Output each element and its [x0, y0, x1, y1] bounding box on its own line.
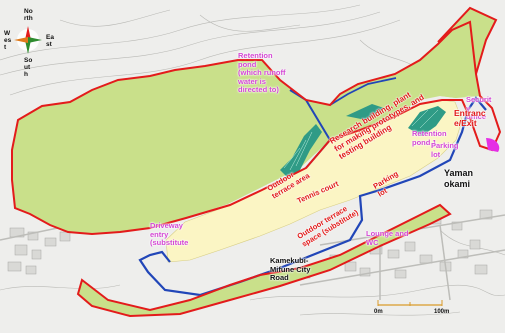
scale-100m-label: 100m — [434, 309, 450, 315]
compass-north-label: No rth — [24, 8, 33, 22]
compass-west-label: W es t — [4, 30, 12, 51]
entrance-marker — [486, 138, 500, 152]
scale-zero-label: 0m — [374, 309, 383, 315]
security-office-label: Securit y office — [466, 95, 492, 121]
compass-south-label: So ut h — [24, 57, 33, 78]
parking-lot-east-label: Parking lot — [431, 141, 459, 159]
driveway-entry-label: Driveway entry (substitute — [150, 221, 189, 247]
site-access-road-north — [329, 77, 397, 106]
kamekubi-road-label: Kamekubi- Mifune City Road — [270, 256, 311, 282]
site-access-road — [138, 96, 487, 297]
green-site-area — [12, 22, 480, 234]
yamanokami-label: Yaman okami — [444, 168, 474, 189]
contour-lines — [0, 4, 505, 316]
entrance-exit-label: Entranc e/Exit — [454, 108, 486, 128]
scale-bar — [377, 300, 443, 306]
site-boundary-ne — [437, 6, 498, 75]
green-sw-wedge — [78, 205, 450, 316]
retention-pond-hatching — [280, 104, 446, 178]
compass-rose — [14, 26, 42, 54]
retention-pond-1-label: Retention pond 1 — [412, 129, 447, 147]
lounge-wc-label: Lounge and WC — [366, 229, 409, 247]
compass-east-label: Ea st — [46, 34, 54, 48]
retention-pond-north-label: Retention pond (which runoff water is di… — [238, 51, 286, 94]
site-boundary-south — [76, 203, 452, 318]
